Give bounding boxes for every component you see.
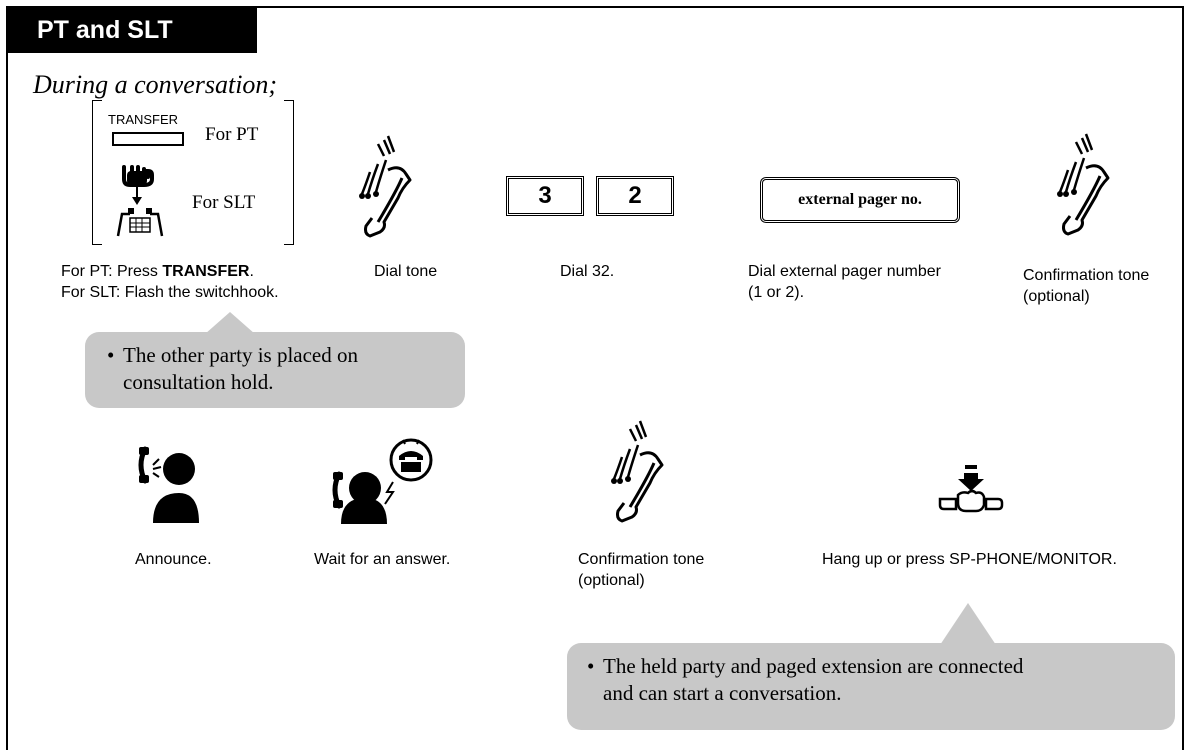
note1-line2: consultation hold.: [123, 370, 274, 394]
for-slt-text: For SLT: [192, 192, 256, 213]
note1-pointer: [205, 312, 255, 334]
step7-label: Wait for an answer.: [314, 551, 451, 568]
transfer-key-icon: [112, 132, 184, 146]
external-pager-number-box: external pager no.: [762, 179, 958, 221]
step4-label-line2: (1 or 2).: [748, 284, 805, 301]
step4-label-line1: Dial external pager number: [748, 263, 941, 280]
section-tab: PT and SLT: [7, 8, 257, 53]
handset-tone-icon: [611, 420, 664, 523]
hang-up-hand-icon: [938, 465, 1004, 513]
digit-key-2: 2: [596, 176, 674, 216]
step6-label: Announce.: [135, 551, 212, 568]
phone-cradle-icon: [116, 208, 164, 237]
note2-line2: and can start a conversation.: [603, 681, 842, 705]
note1-bullet: •: [107, 343, 115, 367]
switchhook-hand-icon: [122, 165, 154, 205]
waiting-person-ringing-icon: [332, 438, 433, 524]
step8-label-line1: Confirmation tone: [578, 551, 705, 568]
step1-label-slt: For SLT: Flash the switchhook.: [61, 284, 279, 301]
intro-text: During a conversation;: [33, 70, 278, 99]
step5-label-line1: Confirmation tone: [1023, 267, 1150, 284]
step2-label: Dial tone: [374, 263, 438, 280]
page-frame: [6, 6, 1184, 750]
step3-label: Dial 32.: [560, 263, 615, 280]
bracket-right: [284, 100, 294, 245]
note2-line1: The held party and paged extension are c…: [603, 654, 1024, 678]
step5-label-line2: (optional): [1023, 288, 1090, 305]
handset-tone-icon: [359, 135, 412, 238]
step9-label: Hang up or press SP-PHONE/MONITOR.: [822, 551, 1117, 568]
note2-pointer: [940, 603, 996, 645]
note2-bullet: •: [587, 654, 595, 678]
transfer-key-caption: TRANSFER: [108, 112, 179, 127]
step8-label-line2: (optional): [578, 572, 645, 589]
for-pt-text: For PT: [205, 124, 259, 145]
note1-line1: The other party is placed on: [123, 343, 358, 367]
step1-label-pt: For PT: Press TRANSFER.: [61, 263, 254, 280]
bracket-left: [92, 100, 102, 245]
digit-key-3: 3: [506, 176, 584, 216]
note-connected: • The held party and paged extension are…: [567, 643, 1175, 730]
handset-tone-icon: [1057, 133, 1110, 236]
talking-person-icon: [138, 446, 199, 523]
note-consultation-hold: • The other party is placed on consultat…: [85, 332, 465, 408]
